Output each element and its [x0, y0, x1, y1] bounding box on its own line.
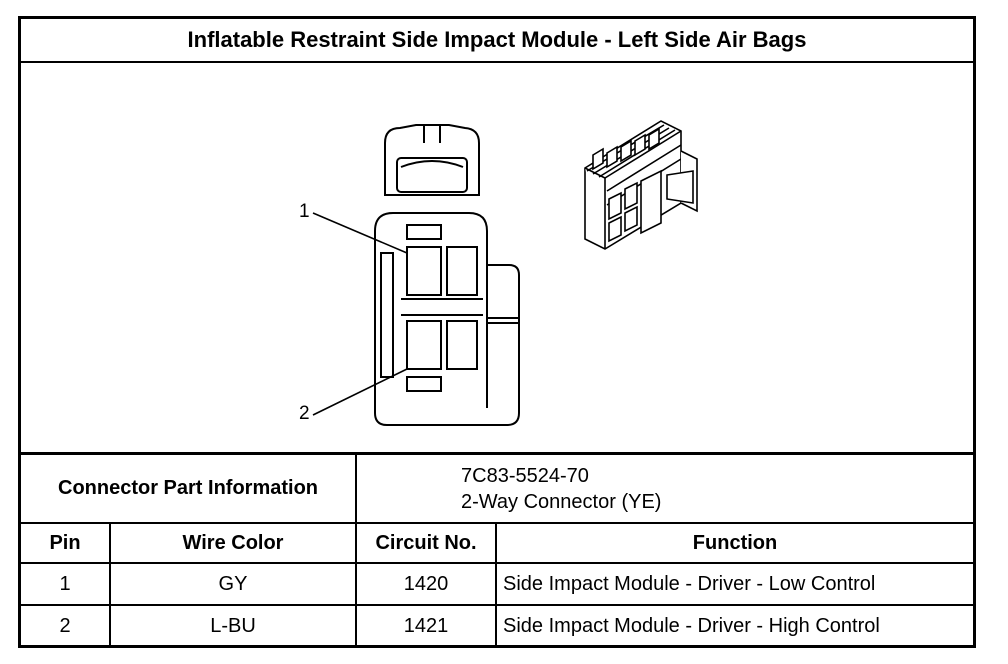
leader-line-2: [312, 368, 408, 416]
header-row: Pin Wire Color Circuit No. Function: [21, 522, 974, 564]
connector-figure: 1 2: [21, 63, 973, 455]
connector-body: [374, 212, 520, 426]
pin-cell: 1: [21, 562, 111, 606]
connector-info-value: 7C83-5524-70 2-Way Connector (YE): [355, 455, 974, 524]
circuit-cell: 1420: [355, 562, 498, 606]
pin-cavity-2: [406, 320, 442, 370]
header-pin: Pin: [21, 522, 111, 564]
function-cell: Side Impact Module - Driver - Low Contro…: [495, 562, 974, 606]
circuit-cell: 1421: [355, 604, 498, 647]
latch-window: [396, 157, 468, 193]
callout-1: 1: [299, 201, 310, 222]
function-cell: Side Impact Module - Driver - High Contr…: [495, 604, 974, 647]
connector-part-number: 7C83-5524-70: [461, 464, 589, 487]
table-row: 2 L-BU 1421 Side Impact Module - Driver …: [21, 604, 974, 647]
header-circuit: Circuit No.: [355, 522, 498, 564]
pin-cell: 2: [21, 604, 111, 647]
callout-2: 2: [299, 403, 310, 424]
leader-line-1: [312, 212, 408, 254]
connector-drawing: [312, 120, 698, 426]
table-row: 1 GY 1420 Side Impact Module - Driver - …: [21, 562, 974, 606]
connector-description: 2-Way Connector (YE): [461, 490, 662, 513]
header-function: Function: [495, 522, 974, 564]
polarization-slot: [380, 252, 394, 378]
sheet-title: Inflatable Restraint Side Impact Module …: [21, 19, 973, 63]
pin-cavity-1: [406, 246, 442, 296]
wire-color-cell: GY: [108, 562, 358, 606]
connector-iso-view: [584, 120, 698, 250]
header-wire-color: Wire Color: [108, 522, 358, 564]
connector-info-row: Connector Part Information 7C83-5524-70 …: [21, 455, 974, 524]
connector-sheet: Inflatable Restraint Side Impact Module …: [18, 16, 976, 648]
connector-info-label: Connector Part Information: [21, 455, 358, 524]
pinout-table: Connector Part Information 7C83-5524-70 …: [21, 455, 974, 647]
wire-color-cell: L-BU: [108, 604, 358, 647]
